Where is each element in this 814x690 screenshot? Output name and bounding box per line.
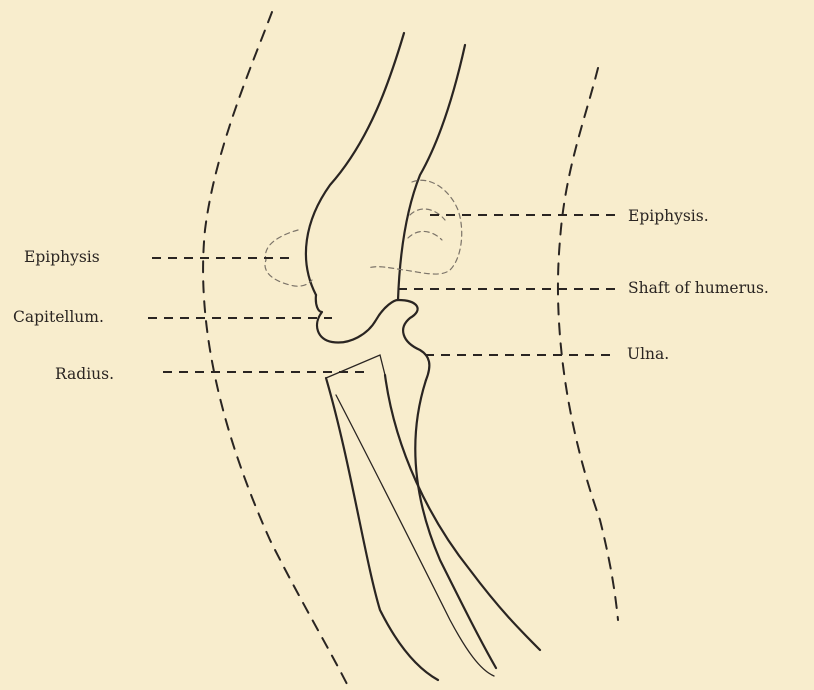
label-epiphysis-right: Epiphysis. bbox=[628, 209, 709, 225]
humerus-shaft-left-edge bbox=[306, 33, 404, 295]
label-shaft-of-humerus: Shaft of humerus. bbox=[628, 281, 769, 297]
label-capitellum: Capitellum. bbox=[13, 310, 104, 326]
humerus-shaft-right-edge bbox=[398, 45, 465, 300]
ulna-head bbox=[398, 300, 429, 380]
label-radius: Radius. bbox=[55, 367, 114, 383]
arm-outline-right bbox=[558, 68, 618, 620]
radius-shaft-outer bbox=[326, 378, 438, 680]
arm-outline-left bbox=[203, 12, 350, 690]
epiphysis-right-inner-2 bbox=[408, 231, 442, 240]
label-epiphysis-left: Epiphysis bbox=[24, 250, 100, 266]
epiphysis-right-outline bbox=[368, 180, 462, 274]
ulna-shaft-outer bbox=[415, 380, 496, 668]
label-ulna: Ulna. bbox=[627, 347, 669, 363]
epiphysis-right-inner bbox=[410, 209, 445, 220]
ulna-shaft-inner bbox=[385, 375, 540, 650]
radius-head bbox=[326, 355, 385, 378]
